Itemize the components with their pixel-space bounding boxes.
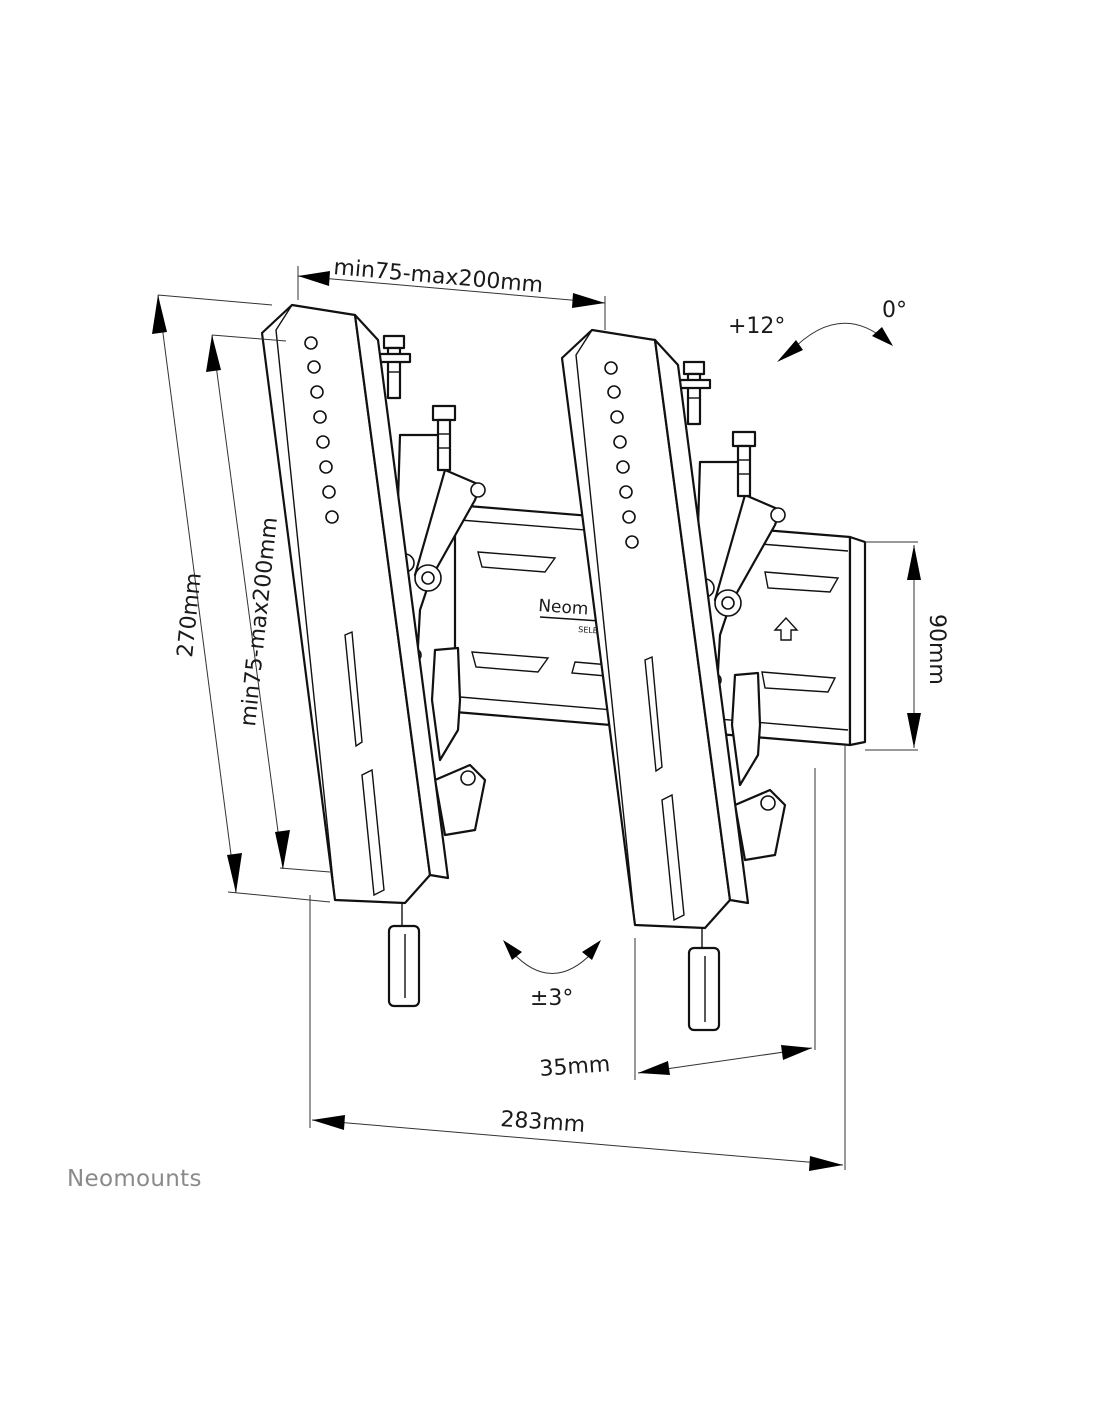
tilt-level-label: ±3° bbox=[530, 986, 573, 1011]
left-tv-bracket bbox=[260, 303, 487, 1008]
dim-height-total bbox=[152, 294, 331, 903]
right-bracket-screws bbox=[676, 360, 757, 498]
dim-height-total-label: 270mm bbox=[173, 572, 207, 659]
dim-vesa-vertical bbox=[206, 334, 331, 873]
tilt-forward-label: +12° bbox=[728, 314, 785, 339]
dim-width-total-label: 283mm bbox=[500, 1107, 586, 1138]
tilt-forward-arc bbox=[777, 322, 893, 362]
tilt-level-arc bbox=[503, 940, 601, 974]
dim-width-total bbox=[309, 745, 846, 1171]
left-bracket-pull-cord bbox=[387, 903, 421, 1008]
dim-depth-label: 35mm bbox=[539, 1052, 611, 1082]
rail-logo-text: Neom bbox=[538, 596, 589, 619]
right-bracket-pull-cord bbox=[687, 928, 721, 1032]
dim-rail-height-label: 90mm bbox=[924, 614, 949, 685]
left-bracket-upright bbox=[260, 303, 450, 905]
dim-rail-height bbox=[865, 541, 921, 751]
dim-vesa-vertical-label: min75-max200mm bbox=[236, 516, 283, 728]
dim-depth bbox=[634, 768, 816, 1080]
tilt-neutral-label: 0° bbox=[882, 298, 907, 323]
dim-vesa-horizontal-label: min75-max200mm bbox=[332, 255, 544, 298]
right-bracket-upright bbox=[560, 328, 750, 930]
left-bracket-screws bbox=[376, 334, 457, 472]
brand-logo: Neomounts bbox=[67, 1166, 202, 1192]
dim-vesa-horizontal bbox=[297, 266, 606, 330]
rail-logo-subtext: SELE bbox=[578, 625, 598, 635]
right-tv-bracket bbox=[560, 328, 787, 1032]
